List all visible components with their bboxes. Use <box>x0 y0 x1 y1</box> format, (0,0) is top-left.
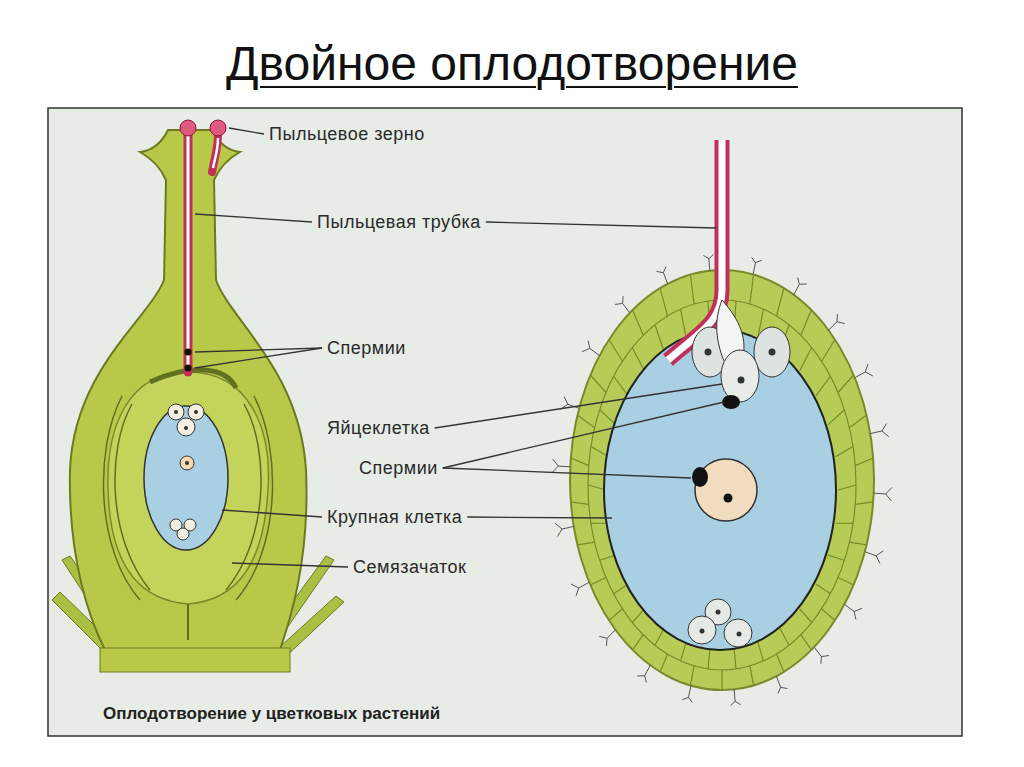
part-label: Пыльцевое зерно <box>268 124 426 144</box>
leader-line <box>232 563 348 567</box>
part-label: Семязачаток <box>352 557 467 577</box>
caption: Оплодотворение у цветковых растений <box>103 704 440 724</box>
leader-line <box>486 222 716 228</box>
leader-line <box>195 348 322 368</box>
part-label: Пыльцевая трубка <box>316 212 482 232</box>
title-box: Двойное оплодотворение <box>0 36 1024 91</box>
part-label: Спермии <box>358 458 439 478</box>
leader-line <box>222 510 322 517</box>
part-label: Спермии <box>326 338 407 358</box>
leader-line <box>229 128 264 134</box>
leader-line <box>443 468 691 478</box>
part-label: Крупная клетка <box>326 507 463 527</box>
leader-line <box>195 214 312 222</box>
frame <box>48 108 962 736</box>
leader-line <box>443 402 724 468</box>
title: Двойное оплодотворение <box>226 37 798 90</box>
leader-line <box>467 517 612 518</box>
pistil-figure <box>52 120 344 672</box>
leader-line <box>435 384 722 428</box>
part-label: Яйцеклетка <box>326 418 431 438</box>
